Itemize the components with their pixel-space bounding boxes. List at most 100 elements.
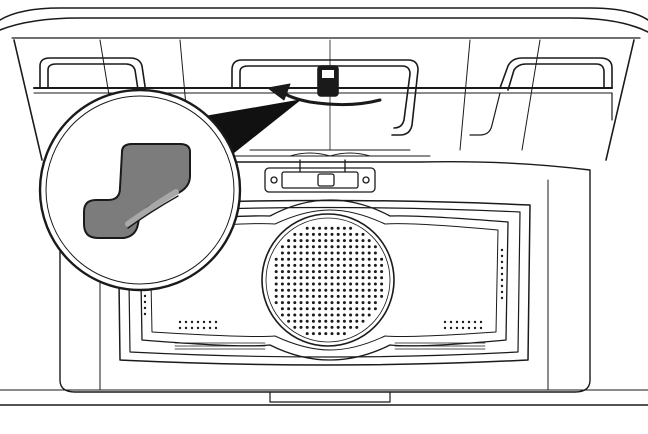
perforation-dot [299,257,303,261]
perforation-dot [299,288,303,292]
perforation-dot [349,288,353,292]
perforation-dot [299,294,303,298]
perforation-dot [280,294,284,298]
perforation-dot [280,282,284,286]
perforation-dot [342,288,346,292]
perforation-dot [311,270,315,274]
perforation-dot [311,319,315,323]
perforation-dot [324,288,328,292]
perforation-dot [324,245,328,249]
perforation-dot [330,307,334,311]
perforation-dot [349,325,353,329]
perforation-dot [274,282,278,286]
perforation-dot [355,325,359,329]
perforation-dot [342,307,346,311]
perforation-dot [311,307,315,311]
perforation-dot [367,257,371,261]
perforation-dot [287,245,291,249]
perforation-dot [287,270,291,274]
perforation-dot [305,313,309,317]
perforation-dot [355,282,359,286]
perforation-dot [349,226,353,230]
perforation-dot [287,301,291,305]
perforation-dot [305,251,309,255]
perforation-dot [349,270,353,274]
perforation-dot [299,319,303,323]
perforation-dot [324,257,328,261]
perforation-dot [355,301,359,305]
perforation-dot [367,294,371,298]
perforation-dot [342,245,346,249]
perforation-dot [293,319,297,323]
perforation-dot [330,257,334,261]
perforation-dot [318,263,322,267]
perforation-dot [367,251,371,255]
perforation-dot [355,288,359,292]
perforation-dot [342,294,346,298]
perforation-dot [373,307,377,311]
perforation-dot [311,332,315,336]
perforation-dot [336,232,340,236]
perforation-dot [380,270,384,274]
perforation-dot [293,313,297,317]
perforation-dot [318,245,322,249]
hook-detail [83,143,191,239]
perforation-dot [287,257,291,261]
perforation-dot [349,276,353,280]
perforation-dot [349,301,353,305]
perforation-dot [373,294,377,298]
perforation-dot [318,319,322,323]
perforation-dot [336,245,340,249]
perforation-dot [355,251,359,255]
perforation-dot [361,301,365,305]
perforation-dot [349,263,353,267]
perforation-dot [305,282,309,286]
perforation-dot [280,288,284,292]
perforation-dot [336,263,340,267]
perforation-dot [274,301,278,305]
perforation-dot [293,325,297,329]
perforation-dot [367,239,371,243]
perforation-dot [361,282,365,286]
perforation-dot [274,270,278,274]
perforation-dot [330,294,334,298]
perforation-dot [280,276,284,280]
perforation-dot [299,282,303,286]
perforation-dot [349,282,353,286]
perforation-dot [330,325,334,329]
perforation-dot [318,226,322,230]
perforation-dot [311,288,315,292]
perforation-dot [330,282,334,286]
perforation-dot [349,251,353,255]
perforation-dot [342,282,346,286]
perforation-dot [336,332,340,336]
perforation-dot [361,257,365,261]
perforation-dot [324,263,328,267]
perforation-dot [287,251,291,255]
perforation-dot [330,276,334,280]
perforation-dot [274,276,278,280]
perforation-dot [361,232,365,236]
perforation-dot [299,245,303,249]
perforation-dot [361,270,365,274]
perforation-dot [330,245,334,249]
perforation-dot [330,301,334,305]
perforation-dot [311,294,315,298]
perforation-dot [355,307,359,311]
perforation-dot [280,263,284,267]
perforation-dot [280,313,284,317]
connector-block [264,152,376,193]
fan-grille-icon [261,213,395,347]
perforation-dot [355,257,359,261]
perforation-dot [324,270,328,274]
perforation-dot [373,251,377,255]
side-vent-dots [143,248,504,330]
perforation-dot [311,282,315,286]
perforation-dot [373,301,377,305]
perforation-dot [367,245,371,249]
perforation-dot [355,245,359,249]
perforation-dot [349,257,353,261]
perforation-dot [367,270,371,274]
perforation-dot [293,307,297,311]
